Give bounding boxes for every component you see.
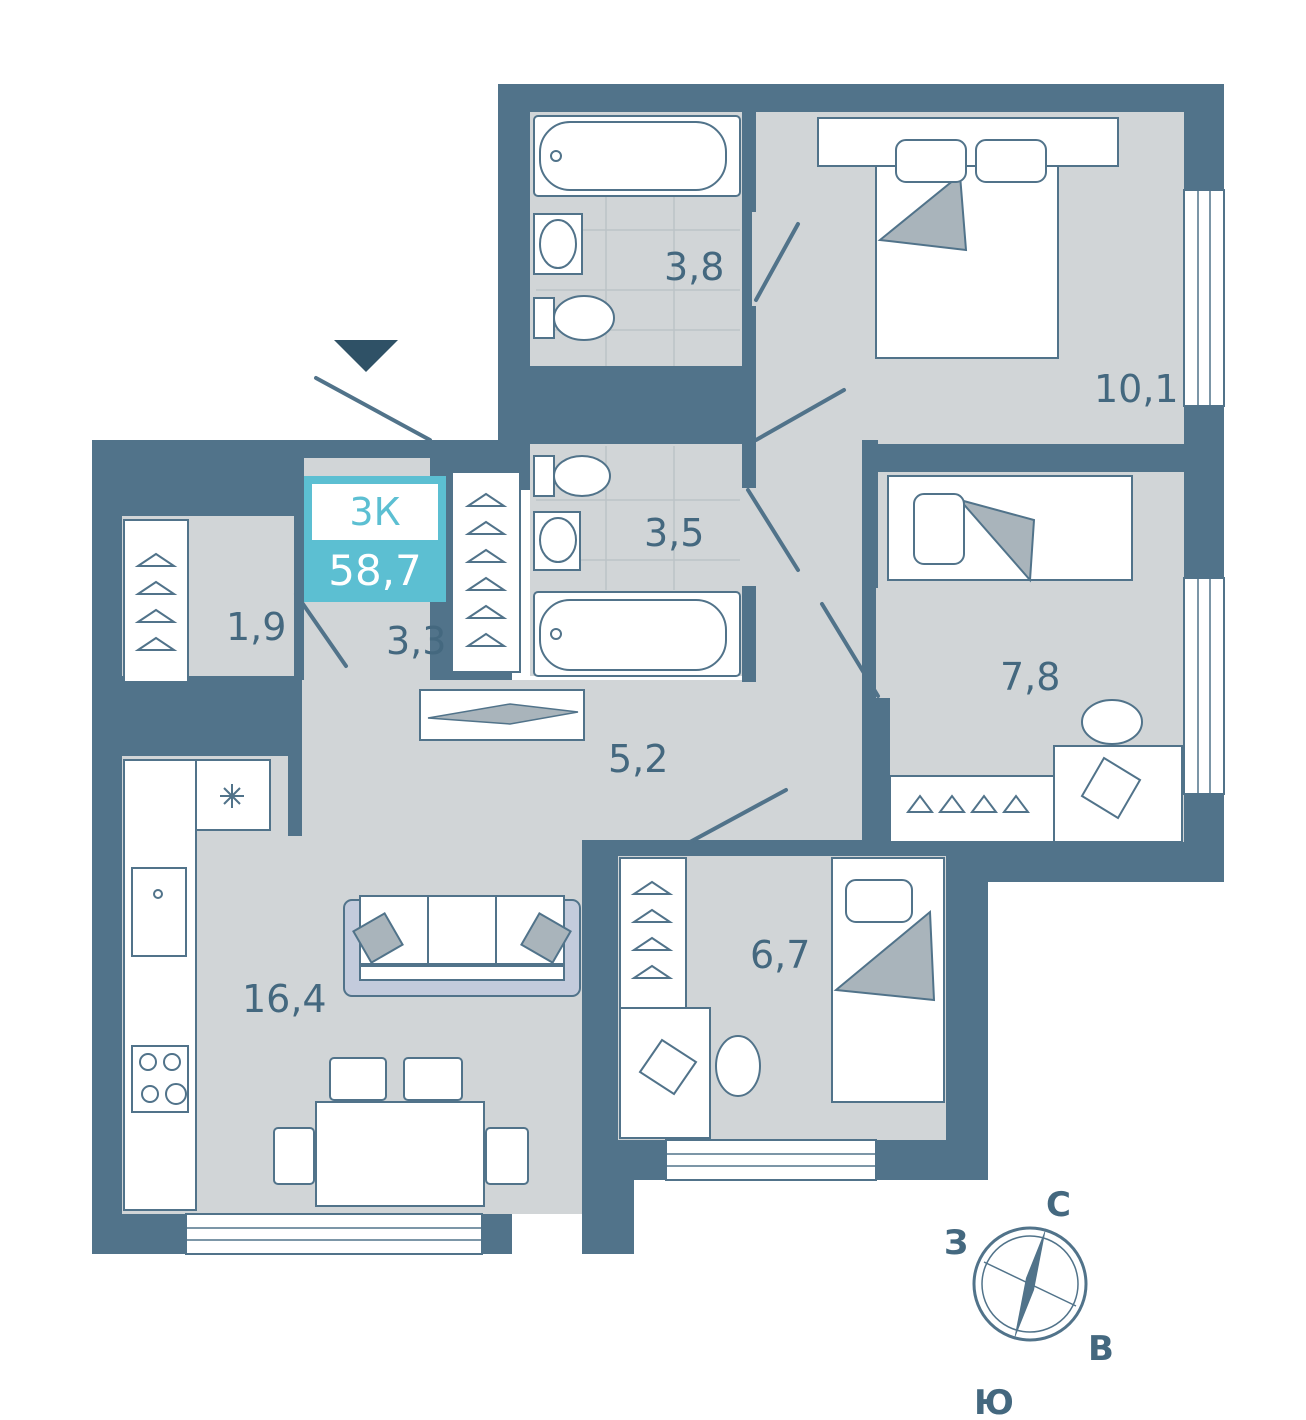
area-bathroom-mid: 3,5 [644, 511, 704, 555]
window-bedroom-small [665, 1139, 877, 1181]
laptops [638, 756, 1142, 1096]
compass: С З В Ю [944, 1185, 1114, 1420]
room-count: 3К [312, 484, 438, 540]
compass-needle [1014, 1228, 1046, 1340]
doors [294, 222, 880, 844]
area-bedroom-small: 6,7 [750, 933, 810, 977]
compass-east: В [1088, 1329, 1114, 1369]
shelf-detail [427, 703, 579, 725]
floor-kitchen-top [300, 830, 582, 850]
area-bedroom-large: 10,1 [1094, 367, 1179, 411]
area-corridor: 5,2 [608, 737, 668, 781]
window-bedroom-large [1183, 189, 1225, 407]
cooktop [139, 784, 244, 1105]
window-bedroom-middle [1183, 577, 1225, 795]
total-area: 58,7 [328, 546, 422, 595]
interior-walls [122, 112, 946, 856]
bed-covers [833, 173, 1036, 1002]
compass-west: З [944, 1223, 968, 1263]
area-bathroom-top: 3,8 [664, 245, 724, 289]
fixtures [123, 115, 1183, 1211]
compass-ring [972, 1226, 1088, 1342]
entrance-marker [334, 340, 398, 372]
area-kitchen-living: 16,4 [242, 977, 327, 1021]
compass-south: Ю [974, 1383, 1014, 1420]
compass-north: С [1046, 1185, 1071, 1225]
sofa [343, 895, 581, 997]
hangers [134, 492, 1030, 979]
window-kitchen [185, 1213, 483, 1255]
apartment-badge: 3К 58,7 [304, 476, 446, 602]
windows [185, 189, 1225, 1255]
area-hall: 3,3 [386, 619, 446, 663]
area-bedroom-middle: 7,8 [1000, 655, 1060, 699]
pillows [715, 139, 1143, 1097]
area-closet-small: 1,9 [226, 605, 286, 649]
